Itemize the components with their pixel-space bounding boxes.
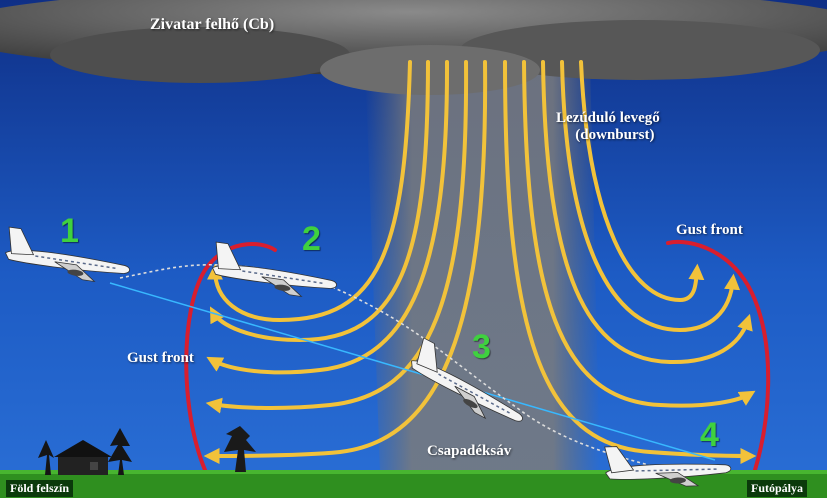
tree-icon [224, 426, 256, 472]
downburst-label-line1: Lezúduló levegő [556, 110, 660, 126]
flight-path [119, 263, 661, 469]
cloud-label: Zivatar felhő (Cb) [150, 16, 275, 33]
gust-front-right-label: Gust front [676, 222, 743, 238]
runway-label: Futópálya [747, 480, 808, 497]
downburst-label-line2: (downburst) [575, 127, 655, 143]
ground-label: Föld felszín [6, 480, 73, 497]
precipitation-label: Csapadéksáv [427, 443, 512, 459]
gust-front-right-curve [666, 240, 771, 472]
downburst-arrow [203, 60, 488, 464]
downburst-label: Lezúduló levegő (downburst) [556, 110, 660, 144]
glide-path [109, 282, 716, 461]
gust-fronts [184, 240, 771, 472]
downburst-arrow [541, 60, 753, 365]
position-2-label: 2 [302, 220, 321, 258]
position-3-label: 3 [472, 328, 491, 366]
downburst-arrow [522, 60, 756, 408]
gust-front-left-label: Gust front [127, 350, 194, 366]
downburst-arrow [205, 60, 469, 414]
position-4-label: 4 [700, 416, 719, 454]
position-1-label: 1 [60, 212, 79, 250]
gust-front-left-curve [184, 242, 277, 472]
downburst-arrow [503, 60, 757, 464]
downburst-arrow [560, 60, 741, 333]
downburst-arrow [209, 60, 430, 343]
house-icon [54, 440, 112, 475]
downburst-arrow [207, 60, 412, 323]
downburst-arrow [579, 60, 705, 303]
tree-icon [38, 428, 132, 475]
